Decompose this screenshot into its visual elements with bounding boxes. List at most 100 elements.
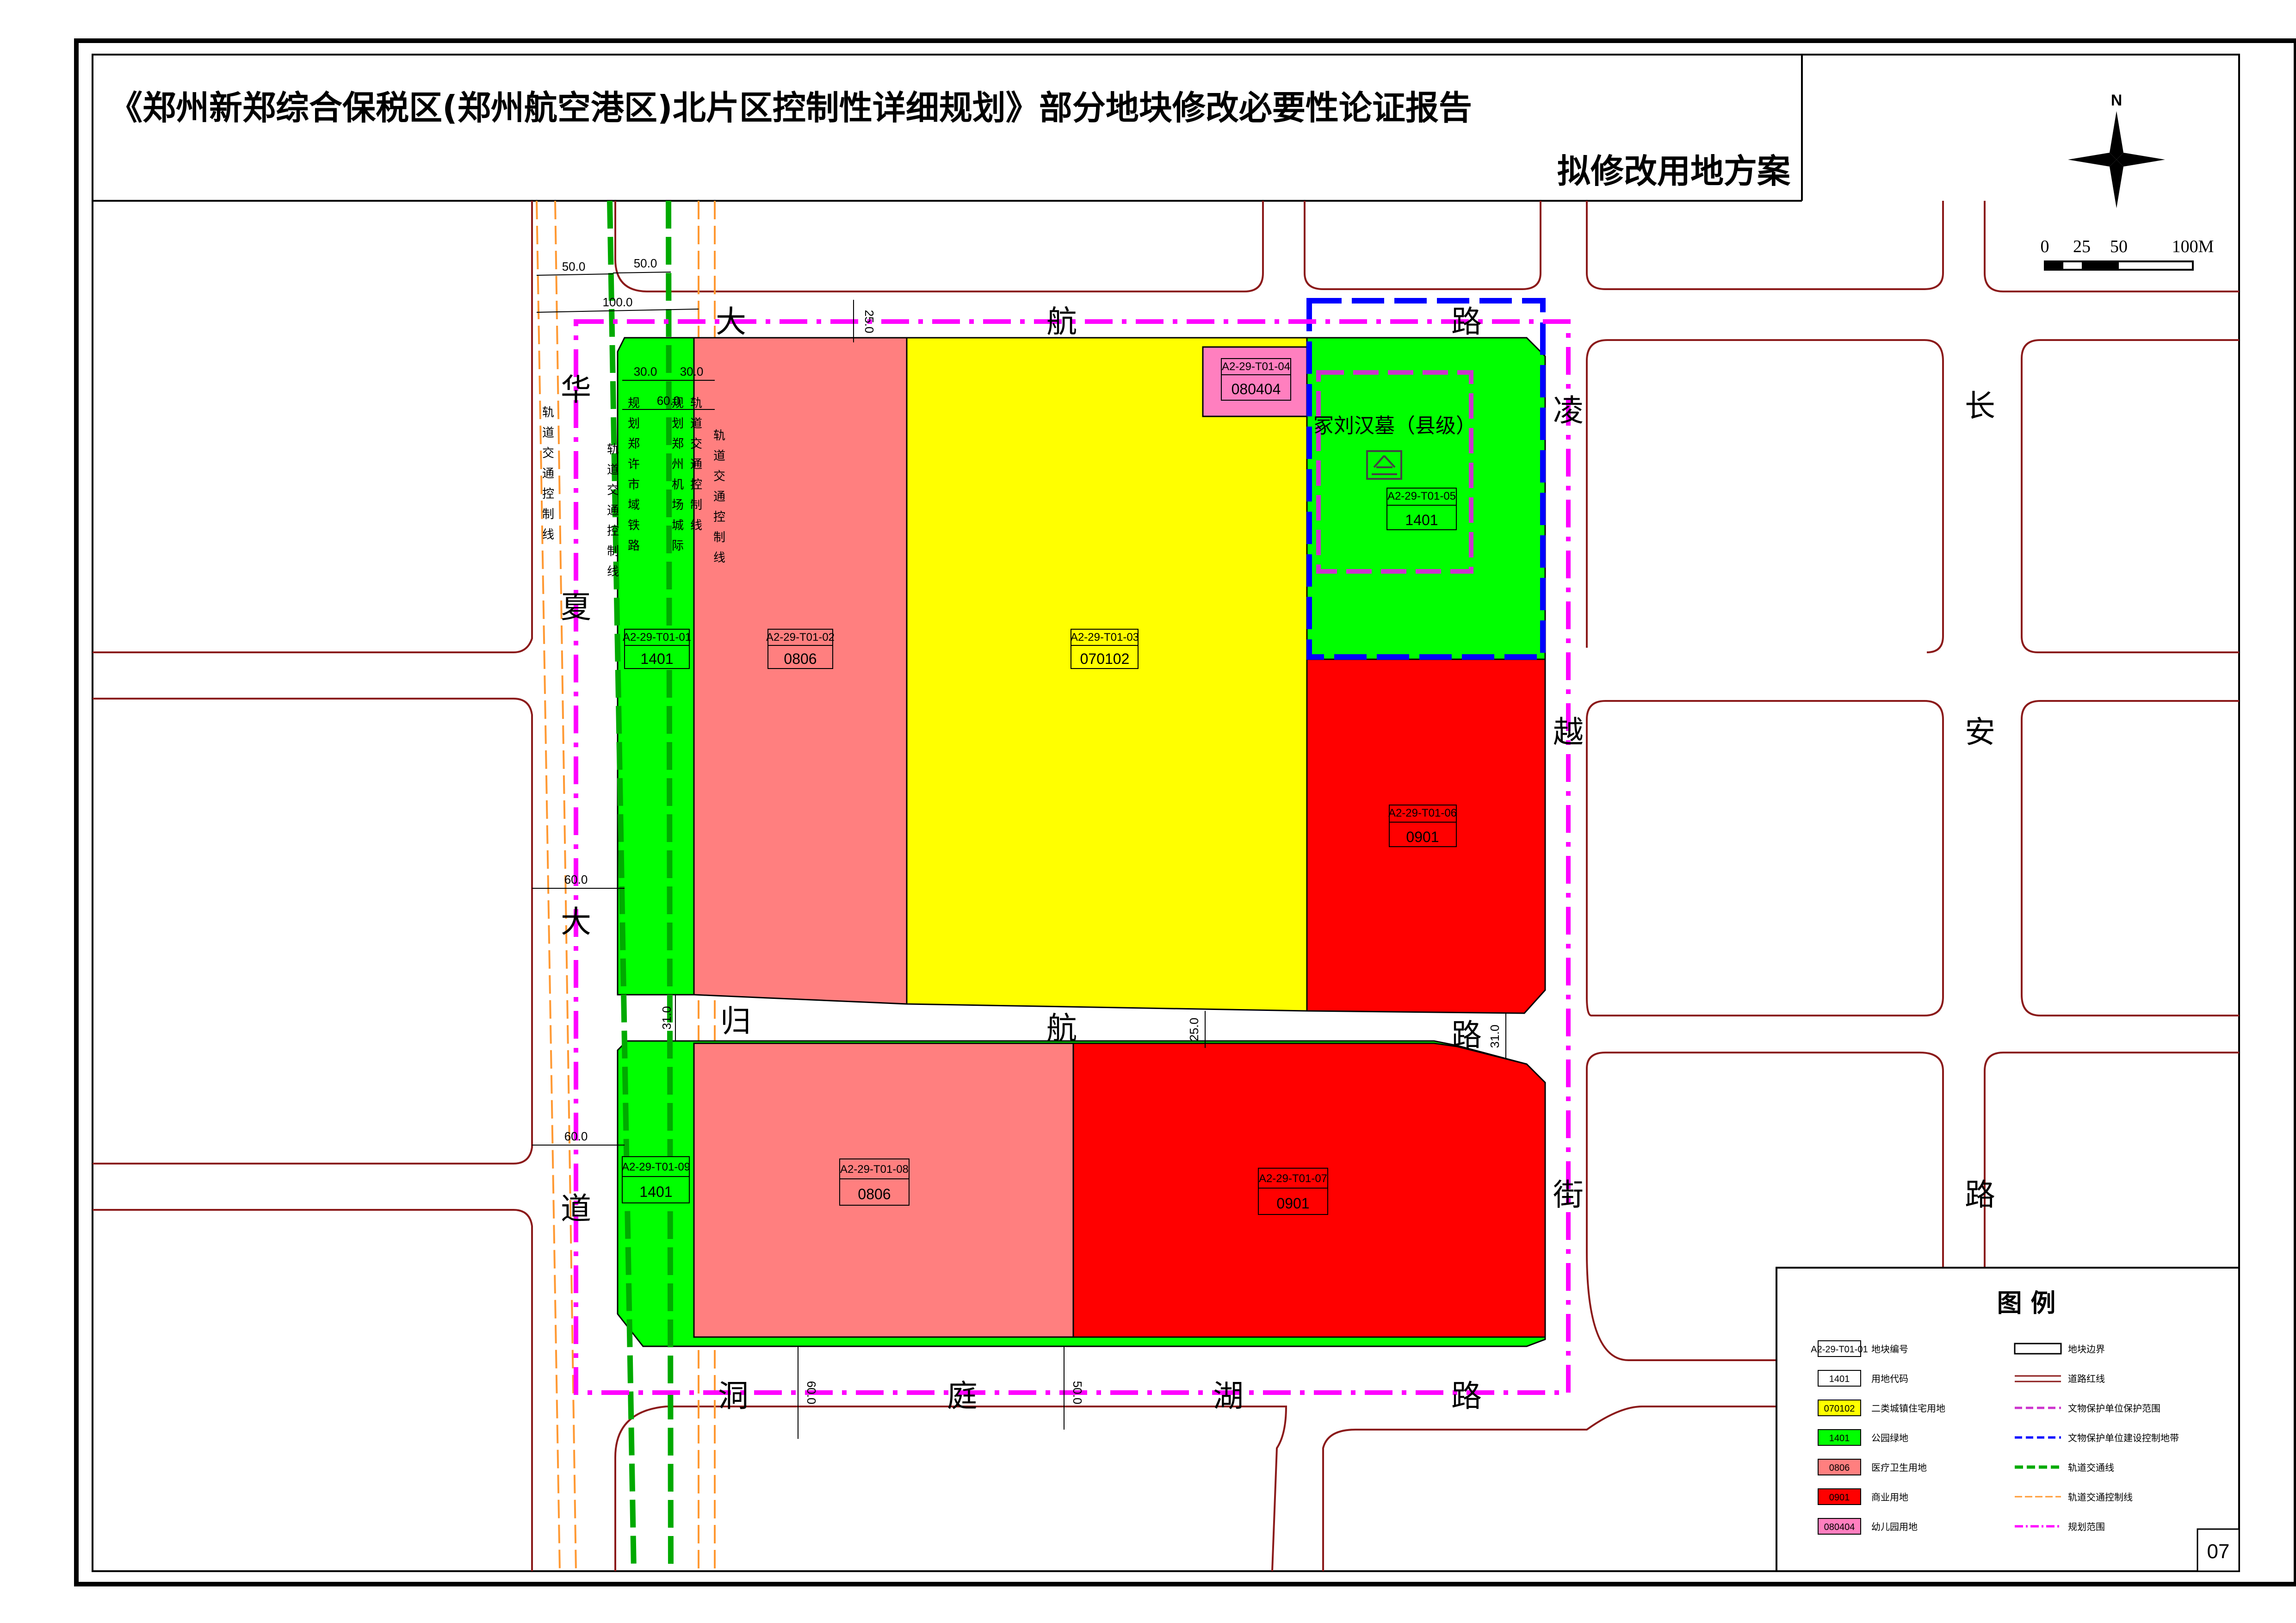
parcel-03-yellow [906, 337, 1308, 1012]
dim-31-b: 31.0 [1488, 1025, 1502, 1048]
dim-50-b: 50.0 [634, 256, 657, 270]
legend-title: 图 例 [1997, 1288, 2056, 1318]
svg-text:A2-29-T01-07: A2-29-T01-07 [1259, 1172, 1327, 1185]
dimensions: 50.0 50.0 100.0 30.0 30.0 60.0 25.0 60.0… [532, 256, 1506, 1439]
svg-text:080404: 080404 [1232, 381, 1281, 397]
north-arrow-icon: N [2068, 92, 2165, 208]
legend-line-label-2: 文物保护单位保护范围 [2068, 1403, 2160, 1414]
svg-text:A2-29-T01-09: A2-29-T01-09 [622, 1161, 690, 1173]
map-subtitle: 拟修改用地方案 [1557, 152, 1791, 191]
planning-boundary [574, 319, 1571, 1395]
svg-text:A2-29-T01-02: A2-29-T01-02 [766, 631, 835, 644]
dim-60-a: 60.0 [657, 394, 681, 408]
vertical-note-n4: 规划郑州机场城际 [672, 396, 684, 553]
parcel-label-01: A2-29-T01-01 1401 [623, 629, 691, 669]
legend-line-label-1: 道路红线 [2068, 1373, 2105, 1384]
road-dongtinghu-4: 路 [1451, 1378, 1482, 1414]
vertical-note-n6: 轨道交通控制线 [713, 429, 725, 565]
legend-label-0: 地块编号 [1871, 1344, 1908, 1355]
svg-text:A2-29-T01-04: A2-29-T01-04 [1222, 360, 1290, 373]
road-huaxia-3: 大 [561, 904, 591, 940]
scale-label-0: 0 [2041, 237, 2049, 256]
dim-30-b: 30.0 [680, 365, 704, 378]
surrounding-blocks [93, 201, 2239, 1572]
legend-label-5: 商业用地 [1871, 1492, 1908, 1503]
vertical-note-n3: 规划郑许市域铁路 [628, 396, 640, 553]
dim-60-left-2: 60.0 [564, 1129, 588, 1143]
dim-100: 100.0 [602, 295, 632, 309]
inner-frame [92, 54, 2240, 1572]
heritage-site-icon [1366, 450, 1402, 480]
road-lingyue-1: 凌 [1553, 393, 1584, 428]
road-dahang-2: 航 [1046, 304, 1077, 340]
legend-line-item-4: 轨道交通线 [2015, 1462, 2114, 1473]
parcel-label-05: A2-29-T01-05 1401 [1386, 488, 1457, 530]
vertical-notes: 轨道交通控制线轨道交通控制线规划郑许市域铁路规划郑州机场城际轨道交通控制线轨道交… [542, 396, 725, 579]
dim-60-bot: 60.0 [805, 1381, 818, 1405]
svg-text:0806: 0806 [784, 650, 817, 667]
road-huaxia-2: 夏 [561, 589, 591, 625]
dim-50-bot: 50.0 [1071, 1381, 1084, 1405]
legend-sample-5: 0901 [1829, 1493, 1850, 1503]
outer-frame [74, 38, 2296, 1586]
legend-sample-1: 1401 [1829, 1374, 1850, 1384]
legend-label-3: 公园绿地 [1871, 1432, 1908, 1443]
legend-label-2: 二类城镇住宅用地 [1871, 1403, 1945, 1414]
road-dahang-1: 大 [716, 304, 746, 340]
legend-line-label-4: 轨道交通线 [2068, 1462, 2114, 1473]
road-dongtinghu-3: 湖 [1213, 1378, 1244, 1414]
scale-bar: 0 25 50 100M [2041, 237, 2214, 271]
legend-sample-6: 080404 [1824, 1522, 1855, 1532]
svg-text:070102: 070102 [1080, 650, 1130, 667]
road-lingyue-3: 街 [1553, 1177, 1584, 1213]
legend-line-label-6: 规划范围 [2068, 1521, 2105, 1532]
svg-text:1401: 1401 [1405, 512, 1438, 528]
legend-line-item-5: 轨道交通控制线 [2015, 1492, 2133, 1503]
parcel-labels: A2-29-T01-01 1401 A2-29-T01-02 0806 A2-2… [622, 358, 1457, 1215]
legend-line-item-2: 文物保护单位保护范围 [2015, 1403, 2160, 1414]
road-guihang-3: 路 [1451, 1017, 1482, 1053]
page-number: 07 [2207, 1540, 2230, 1563]
scale-label-50: 50 [2110, 237, 2128, 256]
parcel-label-02: A2-29-T01-02 0806 [766, 629, 835, 669]
parcel-label-03: A2-29-T01-03 070102 [1071, 629, 1139, 669]
legend-item-3: 1401 公园绿地 [1818, 1429, 1908, 1446]
parcel-label-08: A2-29-T01-08 0806 [839, 1158, 910, 1206]
dim-25-top: 25.0 [862, 310, 876, 334]
svg-text:A2-29-T01-06: A2-29-T01-06 [1388, 807, 1457, 819]
road-guihang-1: 归 [720, 1004, 751, 1039]
legend-label-4: 医疗卫生用地 [1871, 1462, 1927, 1473]
svg-text:A2-29-T01-01: A2-29-T01-01 [623, 631, 691, 644]
svg-text:0901: 0901 [1406, 829, 1439, 845]
legend-sample-4: 0806 [1829, 1463, 1850, 1473]
road-names: 大 航 路 归 航 路 洞 庭 湖 路 华 夏 大 道 凌 越 街 长 安 路 [561, 304, 1995, 1414]
road-lingyue-2: 越 [1553, 714, 1584, 750]
parcel-02-pink [693, 337, 908, 1005]
vertical-note-n5: 轨道交通控制线 [690, 396, 702, 533]
svg-text:0806: 0806 [858, 1186, 891, 1202]
north-label: N [2111, 92, 2123, 109]
svg-text:1401: 1401 [640, 650, 673, 667]
legend-line-item-1: 道路红线 [2015, 1373, 2105, 1384]
road-guihang-2: 航 [1046, 1010, 1077, 1046]
legend-line-label-3: 文物保护单位建设控制地带 [2068, 1432, 2179, 1443]
svg-text:1401: 1401 [639, 1183, 672, 1200]
svg-text:A2-29-T01-08: A2-29-T01-08 [840, 1163, 909, 1176]
road-changan-2: 安 [1965, 714, 1995, 750]
legend-label-1: 用地代码 [1871, 1373, 1908, 1384]
legend-item-1: 1401 用地代码 [1818, 1370, 1908, 1387]
legend-line-label-0: 地块边界 [2068, 1344, 2105, 1355]
legend-sample-3: 1401 [1829, 1433, 1850, 1443]
vertical-note-n2: 轨道交通控制线 [607, 443, 619, 579]
heritage-label: 冢刘汉墓（县级） [1313, 414, 1476, 438]
parcel-label-07: A2-29-T01-07 0901 [1258, 1168, 1328, 1215]
dim-25-mid: 25.0 [1187, 1018, 1201, 1041]
svg-text:A2-29-T01-05: A2-29-T01-05 [1387, 490, 1456, 502]
scale-label-25: 25 [2073, 237, 2091, 256]
legend-item-4: 0806 医疗卫生用地 [1818, 1459, 1927, 1475]
legend-line-item-0: 地块边界 [2014, 1343, 2105, 1355]
scale-label-100m: 100M [2172, 237, 2214, 256]
rail-lines [607, 200, 674, 1572]
